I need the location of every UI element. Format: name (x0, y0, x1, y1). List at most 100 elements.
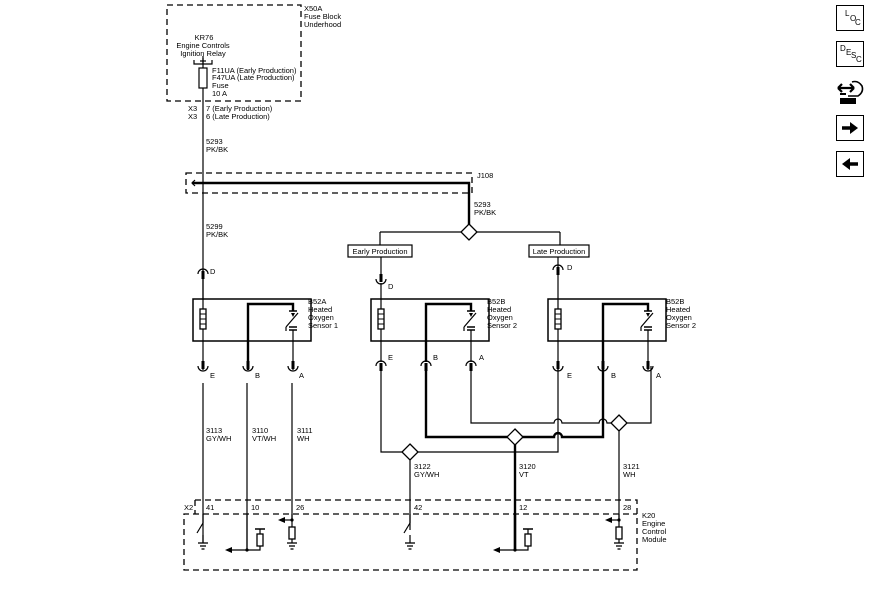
location-button[interactable]: L O C (836, 5, 864, 31)
wire-5293-color: PK/BK (206, 145, 228, 154)
sensor2-pin-b: B (433, 353, 438, 362)
relay-name-2: Ignition Relay (180, 49, 226, 58)
wire-5299-circuit: 5299 (206, 222, 223, 231)
ecm-switch-icon (403, 522, 411, 534)
splice-diamond (460, 223, 478, 241)
ecm-pin-10: 10 (251, 503, 259, 512)
fuse-label-3: Fuse (212, 81, 229, 90)
sensor1-id: B52A (308, 297, 326, 306)
ecm-pin-12: 12 (519, 503, 527, 512)
sensor2-pin-e: E (388, 353, 393, 362)
connector-b-icon (420, 360, 432, 367)
arrow-left-icon (278, 517, 285, 523)
sensor1-name-2: Oxygen (308, 313, 334, 322)
fuse-label-2: F47UA (Late Production) (212, 73, 295, 82)
ecm-id: K20 (642, 511, 655, 520)
sensor2-name-3: Sensor 2 (487, 321, 517, 330)
late-production-tag (528, 244, 590, 258)
next-button[interactable] (836, 115, 864, 141)
arrow-right-icon (842, 122, 858, 134)
resistor-icon (288, 526, 296, 540)
resistor-icon (524, 533, 532, 547)
arrow-left-icon (225, 547, 232, 553)
sensor3-pin-e: E (567, 371, 572, 380)
sensor3-name-3: Sensor 2 (666, 321, 696, 330)
wire-3120-circuit: 3120 (519, 462, 536, 471)
ecm-name-3: Module (642, 535, 667, 544)
fuse-block-x50a: X50A Fuse Block Underhood KR76 Engine Co… (166, 4, 341, 102)
sensor-signal-wire (601, 302, 650, 370)
switch-icon (640, 312, 654, 328)
sensor1-pin-e: E (210, 371, 215, 380)
splice-3122 (401, 443, 419, 461)
wire-3122-color: GY/WH (414, 470, 439, 479)
wire-3113-color: GY/WH (206, 434, 231, 443)
wire-e-merge (380, 366, 559, 453)
sensor1-pin-d: D (210, 267, 216, 276)
arrow-left-icon (605, 517, 612, 523)
connector-a-icon (465, 360, 477, 367)
ecm-internal-circuits (196, 514, 624, 553)
sensor1-pin-a: A (299, 371, 304, 380)
fuse-conn-2: X3 (188, 112, 197, 121)
fuse-block-name-1: Fuse Block (304, 12, 341, 21)
sensor2-pin-d: D (388, 282, 394, 291)
connector-e-icon (375, 360, 387, 367)
desc-letter-s: S (851, 51, 857, 60)
sensor3-pin-a: A (656, 371, 661, 380)
late-production-label: Late Production (533, 247, 586, 256)
splice-id: J108 (477, 171, 493, 180)
splice-3121 (610, 414, 628, 432)
ecm-switch-icon (196, 522, 204, 534)
fuse-block-id: X50A (304, 4, 322, 13)
fuse-conn-1: X3 (188, 104, 197, 113)
ecm-pin-28: 28 (623, 503, 631, 512)
relay-name-1: Engine Controls (176, 41, 230, 50)
loc-letter-o: O (850, 14, 857, 23)
description-button[interactable]: D E S C (836, 41, 864, 67)
previous-button[interactable] (836, 151, 864, 177)
connector-d-icon (197, 268, 209, 275)
hand-arrows-icon (837, 80, 864, 104)
wire-3111-color: WH (297, 434, 310, 443)
connector-swap-button[interactable] (836, 78, 866, 106)
ecm-name-2: Control (642, 527, 667, 536)
ecm-k20: X2 41 10 26 42 12 28 K20 Engine Control … (183, 499, 667, 571)
wire-3110-circuit: 3110 (252, 426, 268, 435)
fuse-pin-2: 6 (Late Production) (206, 112, 270, 121)
fuse-block-name-2: Underhood (304, 20, 341, 29)
splice-bus (192, 181, 471, 232)
splice-3120 (506, 428, 524, 446)
wire-3111-circuit: 3111 (297, 426, 313, 435)
wire-3110-color: VT/WH (252, 434, 276, 443)
wire-a-merge (470, 366, 652, 424)
sensor-box (370, 298, 490, 342)
loc-letter-c: C (855, 18, 861, 27)
resistor-icon (615, 526, 623, 540)
sensor3-name-2: Oxygen (666, 313, 692, 322)
wire-b-merge (424, 366, 605, 439)
switch-icon (463, 312, 477, 328)
splice-j108: J108 (185, 171, 493, 232)
ecm-connector: X2 (184, 503, 193, 512)
ecm-pin-41: 41 (206, 503, 214, 512)
switch-icon (285, 312, 299, 328)
arrow-left-icon (842, 158, 858, 170)
wire-3113-circuit: 3113 (206, 426, 222, 435)
connector-a-icon (642, 365, 654, 372)
sensor-signal-wire (246, 302, 295, 370)
resistor-icon (256, 533, 264, 547)
fuse-label-4: 10 A (212, 89, 227, 98)
wire-5293b-color: PK/BK (474, 208, 496, 217)
sensor1-name-1: Heated (308, 305, 332, 314)
ecm-pin-42: 42 (414, 503, 422, 512)
fuse-icon (198, 67, 208, 89)
sensor-box (192, 298, 312, 342)
ecm-pin-26: 26 (296, 503, 304, 512)
connector-d-icon (375, 278, 387, 285)
wire-5293-circuit: 5293 (206, 137, 223, 146)
sensor2-name-1: Heated (487, 305, 511, 314)
wire-5293b-circuit: 5293 (474, 200, 491, 209)
sensor-b52b-early (370, 257, 490, 371)
